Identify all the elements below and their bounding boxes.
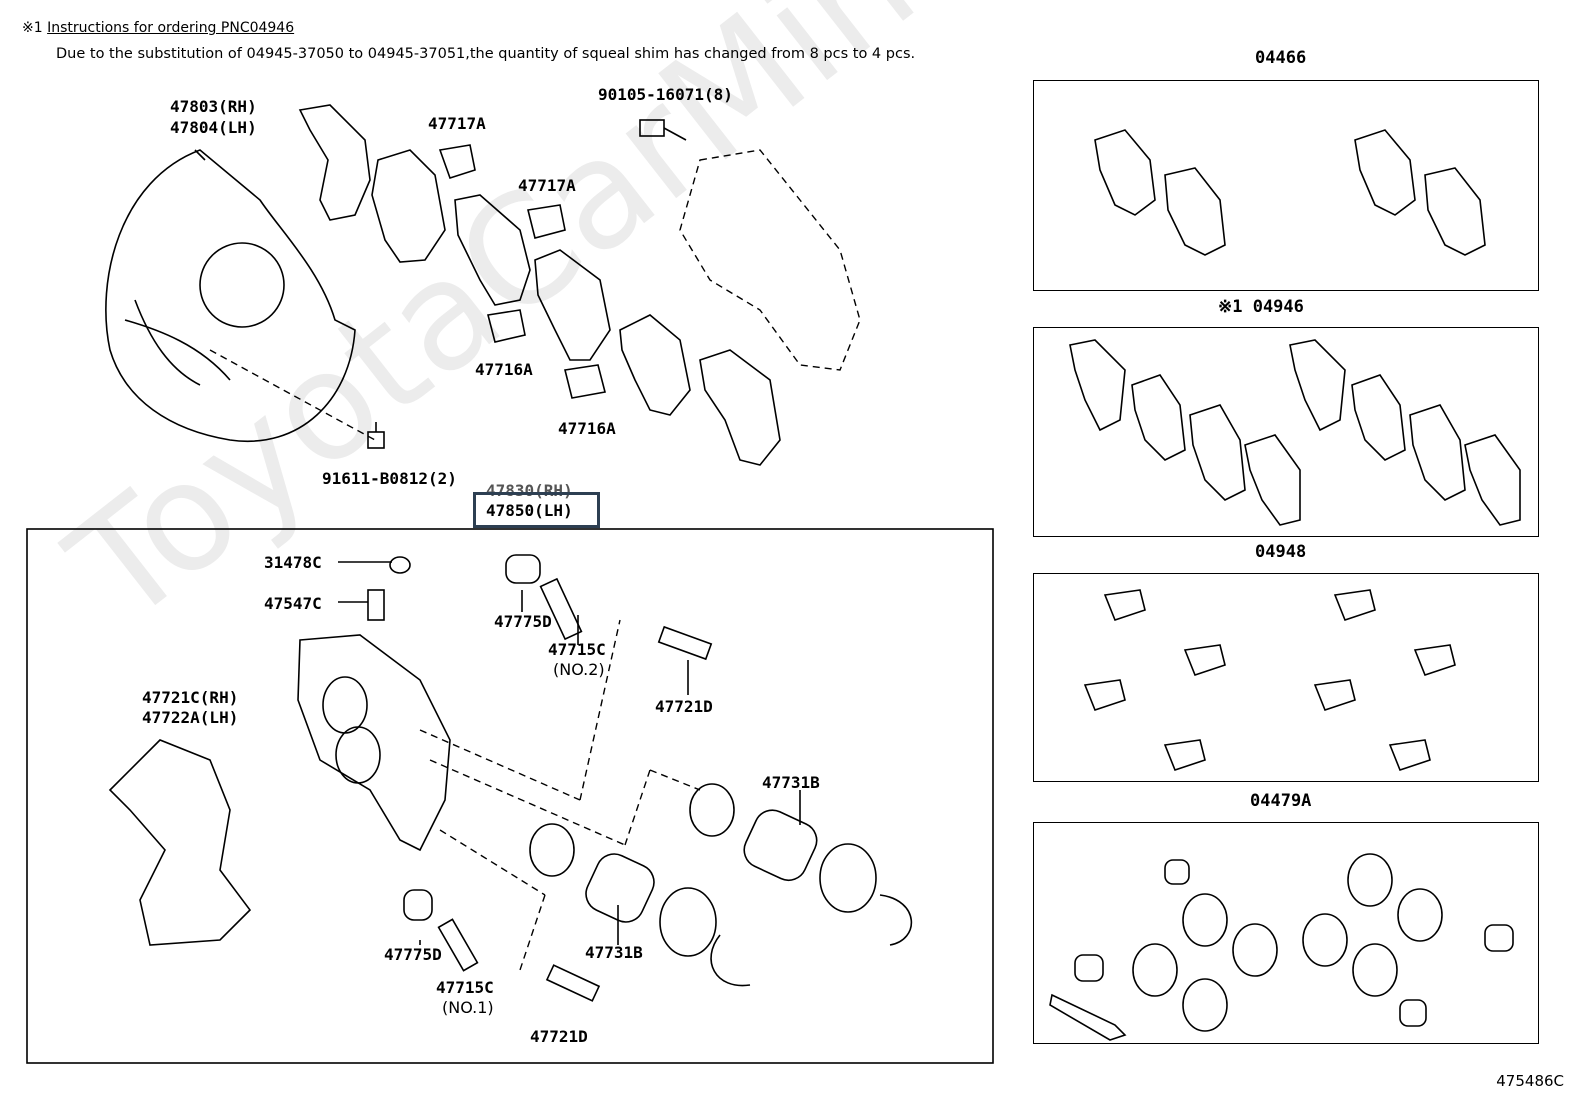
note-title-link[interactable]: Instructions for ordering PNC04946 xyxy=(47,20,295,36)
bolt-bottom-drawing xyxy=(367,422,385,449)
kit-title-04946[interactable]: ※1 04946 xyxy=(1218,297,1304,317)
label-dust-cover-rh[interactable]: 47803(RH) xyxy=(170,97,257,116)
caliper-frame xyxy=(26,528,994,1064)
caliper-drawing xyxy=(108,554,913,1002)
label-mounting-rh[interactable]: 47721C(RH) xyxy=(142,688,239,707)
note-marker: ※1 xyxy=(22,20,43,36)
label-clip-47716a-2[interactable]: 47716A xyxy=(558,419,616,438)
shims-pads-drawing xyxy=(298,104,781,466)
label-caliper-rh[interactable]: 47830(RH) xyxy=(486,481,573,500)
kit-box-04946[interactable] xyxy=(1033,327,1539,537)
label-clip-47716a-1[interactable]: 47716A xyxy=(475,360,533,379)
label-piston-right[interactable]: 47731B xyxy=(762,773,820,792)
kit-04948-drawing xyxy=(1083,589,1456,771)
label-bolt-top[interactable]: 90105-16071(8) xyxy=(598,85,733,104)
kit-title-04479a[interactable]: 04479A xyxy=(1250,791,1312,811)
label-bolt-top-pin[interactable]: 47721D xyxy=(655,697,713,716)
caliper-ghost-drawing xyxy=(639,119,861,371)
label-plug[interactable]: 31478C xyxy=(264,553,322,572)
label-bolt-bottom-pin[interactable]: 47721D xyxy=(530,1027,588,1046)
leader-lines xyxy=(338,561,801,945)
label-boot-bottom[interactable]: 47775D xyxy=(384,945,442,964)
kit-04466-drawing xyxy=(1094,129,1486,256)
note-body: Due to the substitution of 04945-37050 t… xyxy=(56,46,916,62)
kit-title-04948[interactable]: 04948 xyxy=(1255,542,1307,562)
label-piston-mid[interactable]: 47731B xyxy=(585,943,643,962)
label-pin-bottom-sub: (NO.1) xyxy=(442,998,494,1017)
kit-04479a-drawing xyxy=(1049,853,1514,1041)
kit-box-04466[interactable] xyxy=(1033,80,1539,291)
label-dust-cover-lh[interactable]: 47804(LH) xyxy=(170,118,257,137)
kit-box-04948[interactable] xyxy=(1033,573,1539,782)
label-clip-47717a-1[interactable]: 47717A xyxy=(428,114,486,133)
kit-box-04479a[interactable] xyxy=(1033,822,1539,1044)
figure-code: 475486C xyxy=(1496,1072,1564,1090)
label-bleeder[interactable]: 47547C xyxy=(264,594,322,613)
kit-title-04466[interactable]: 04466 xyxy=(1255,48,1307,68)
kit-04946-drawing xyxy=(1069,339,1521,526)
label-bolt-bottom[interactable]: 91611-B0812(2) xyxy=(322,469,457,488)
label-mounting-lh[interactable]: 47722A(LH) xyxy=(142,708,239,727)
label-caliper-lh[interactable]: 47850(LH) xyxy=(486,501,573,520)
note-title: ※1 Instructions for ordering PNC04946 xyxy=(22,20,294,36)
label-boot-top[interactable]: 47775D xyxy=(494,612,552,631)
label-pin-top[interactable]: 47715C xyxy=(548,640,606,659)
label-pin-bottom[interactable]: 47715C xyxy=(436,978,494,997)
highlight-box xyxy=(473,492,600,528)
label-pin-top-sub: (NO.2) xyxy=(553,660,605,679)
dust-cover-drawing xyxy=(105,149,376,443)
label-clip-47717a-2[interactable]: 47717A xyxy=(518,176,576,195)
